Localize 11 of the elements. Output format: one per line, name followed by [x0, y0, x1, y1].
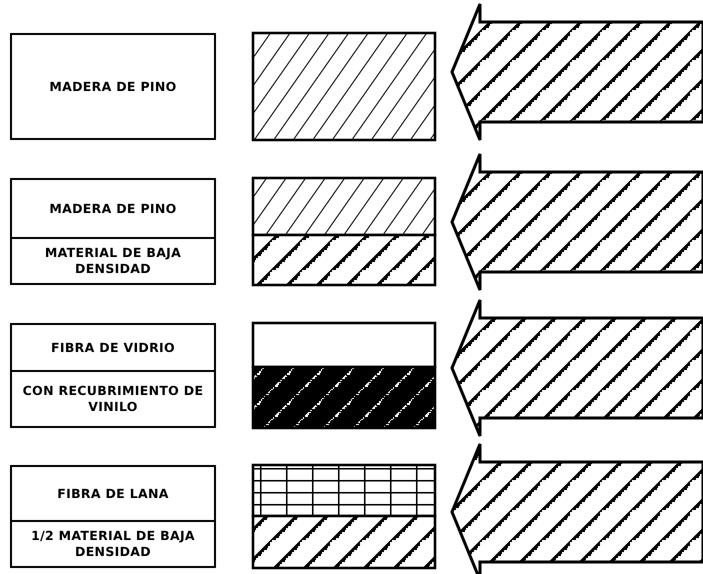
label-box: [10, 178, 216, 285]
label-text: CON RECUBRIMIENTO DE VINILO: [22, 383, 204, 415]
label-text: FIBRA DE VIDRIO: [51, 340, 175, 356]
label-text: FIBRA DE LANA: [57, 486, 169, 502]
label-text: 1/2 MATERIAL DE BAJA DENSIDAD: [30, 528, 196, 560]
label-text: MATERIAL DE BAJA DENSIDAD: [44, 245, 182, 277]
label-box: [10, 323, 216, 428]
label-text: MADERA DE PINO: [49, 78, 177, 94]
label-box: [10, 465, 216, 568]
label-text: MADERA DE PINO: [49, 200, 177, 216]
label-box: [10, 33, 216, 140]
